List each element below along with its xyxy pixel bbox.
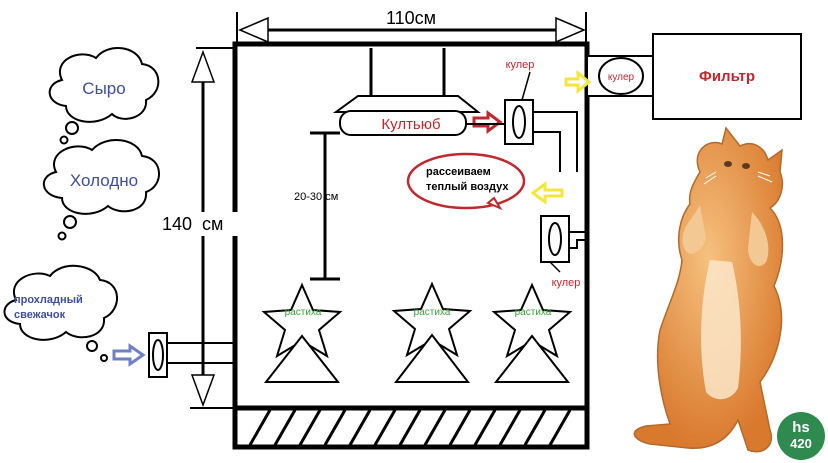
plant-1: растиха [261,282,343,383]
cloud-fresh: прохладный свежачок [3,264,118,362]
fan-icon [152,339,164,371]
cloud-fresh-line1: прохладный [14,294,83,306]
fan-icon [512,105,526,139]
cooler-filter-label: кулер [608,72,635,83]
cloud-damp-text: Сыро [82,79,125,98]
height-label: 140 см [162,214,223,234]
filter-label: Фильтр [699,68,755,85]
cooler-top-label: кулер [506,59,535,71]
triangle-icon [393,333,471,383]
plant-label: растиха [515,307,552,318]
triangle-icon [493,334,571,383]
lamp-cooltube: Култьюб [332,48,481,136]
hs420-logo: hs 420 [777,412,825,460]
plant-2: растиха [391,281,473,383]
fan-icon [548,222,562,256]
plant-label: растиха [414,307,451,318]
arrow-up-icon [190,49,216,83]
airflow-red-arrow [472,110,503,134]
standing-cat-image [633,126,784,453]
floor-grate [235,405,587,446]
cloud-cold: Холодно [43,138,160,241]
airflow-blue-arrow [112,343,146,367]
lamp-label: Култьюб [381,116,440,133]
intake-vent [148,332,235,378]
distance-label: 20-30 см [294,191,338,203]
cooler-side: кулер [540,215,587,289]
lamp-distance: 20-30 см [294,131,340,281]
exhaust-duct: кулер [586,55,654,97]
cloud-damp: Сыро [48,46,160,145]
grow-box [232,41,590,450]
plant-label: растиха [285,307,322,318]
width-dimension: 110см [236,8,587,44]
width-label: 110см [386,8,436,28]
cooler-side-label: кулер [552,277,581,289]
airflow-yellow-arrow-inner [530,181,564,205]
box-outline [232,41,590,450]
cloud-warm-line2: теплый воздух [426,181,509,193]
arrow-right-icon [555,16,586,44]
arrow-left-icon [238,16,269,44]
triangle-icon [263,334,341,383]
cooler-top: кулер [466,59,578,172]
airflow-yellow-arrow-outer [564,69,592,95]
cloud-warm: рассеиваем теплый воздух [406,152,526,211]
cloud-cold-text: Холодно [70,171,138,190]
cloud-warm-line1: рассеиваем [426,166,491,178]
arrow-down-icon [190,374,216,408]
cloud-fresh-line2: свежачок [14,309,66,321]
logo-line1: hs [792,419,810,436]
logo-line2: 420 [790,436,812,451]
carbon-filter: Фильтр [652,33,802,120]
height-dimension: 140 см [160,47,240,409]
plant-3: растиха [491,282,573,383]
